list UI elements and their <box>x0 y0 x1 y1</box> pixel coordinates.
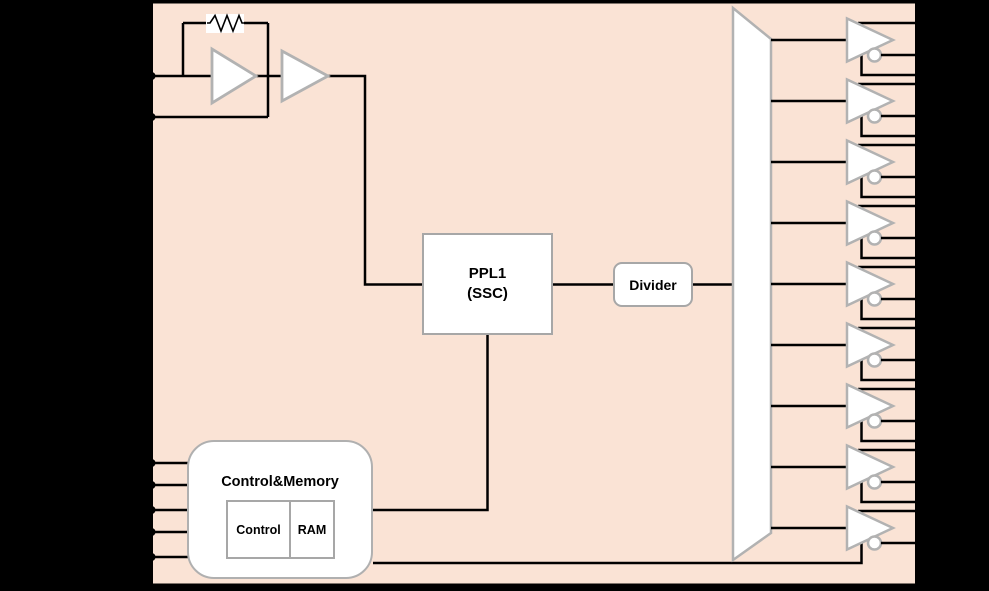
output-aux-wire <box>860 114 924 138</box>
inversion-bubble-icon <box>866 413 883 429</box>
pin-dot <box>147 481 156 489</box>
clock-buffer-amplifier-icon <box>280 48 331 104</box>
control-memory-title: Control&Memory <box>221 474 339 490</box>
pin-dot <box>147 459 156 467</box>
output-aux-wire <box>860 236 924 260</box>
control-memory-subblocks: Control RAM <box>226 500 335 559</box>
inversion-bubble-icon <box>866 108 883 124</box>
output-aux-wire <box>860 175 924 199</box>
divider-label: Divider <box>629 276 677 293</box>
control-to-output-wire <box>373 541 863 565</box>
output-aux-wire <box>860 53 924 77</box>
output-aux-wire <box>860 358 924 382</box>
inversion-bubble-icon <box>866 474 883 490</box>
pll-block: PPL1 (SSC) <box>422 233 553 335</box>
divider-block: Divider <box>613 262 693 307</box>
inversion-bubble-icon <box>866 352 883 368</box>
pin-dot <box>147 553 156 561</box>
pll-label-line1: PPL1 <box>468 265 507 282</box>
pin-dot <box>147 72 156 80</box>
pin-dot <box>147 506 156 514</box>
osc-to-pll-wire <box>328 74 422 286</box>
control-memory-block: Control&Memory Control RAM <box>187 440 373 579</box>
inversion-bubble-icon <box>866 169 883 185</box>
resistor-zigzag-icon <box>207 13 244 34</box>
fanout-buffer <box>731 5 773 563</box>
control-subblock: Control <box>226 500 291 559</box>
pin-dot <box>147 113 156 121</box>
pll-to-control-wire <box>373 335 489 512</box>
oscillator-amplifier-icon <box>210 46 259 106</box>
pll-label-line2: (SSC) <box>467 285 508 302</box>
pin-dot <box>147 528 156 536</box>
output-aux-wire <box>860 480 924 504</box>
inversion-bubble-icon <box>866 47 883 63</box>
output-aux-wire <box>860 297 924 321</box>
inversion-bubble-icon <box>866 291 883 307</box>
inversion-bubble-icon <box>866 230 883 246</box>
output-aux-wire <box>860 419 924 443</box>
inversion-bubble-icon <box>866 535 883 551</box>
ram-subblock: RAM <box>289 500 335 559</box>
